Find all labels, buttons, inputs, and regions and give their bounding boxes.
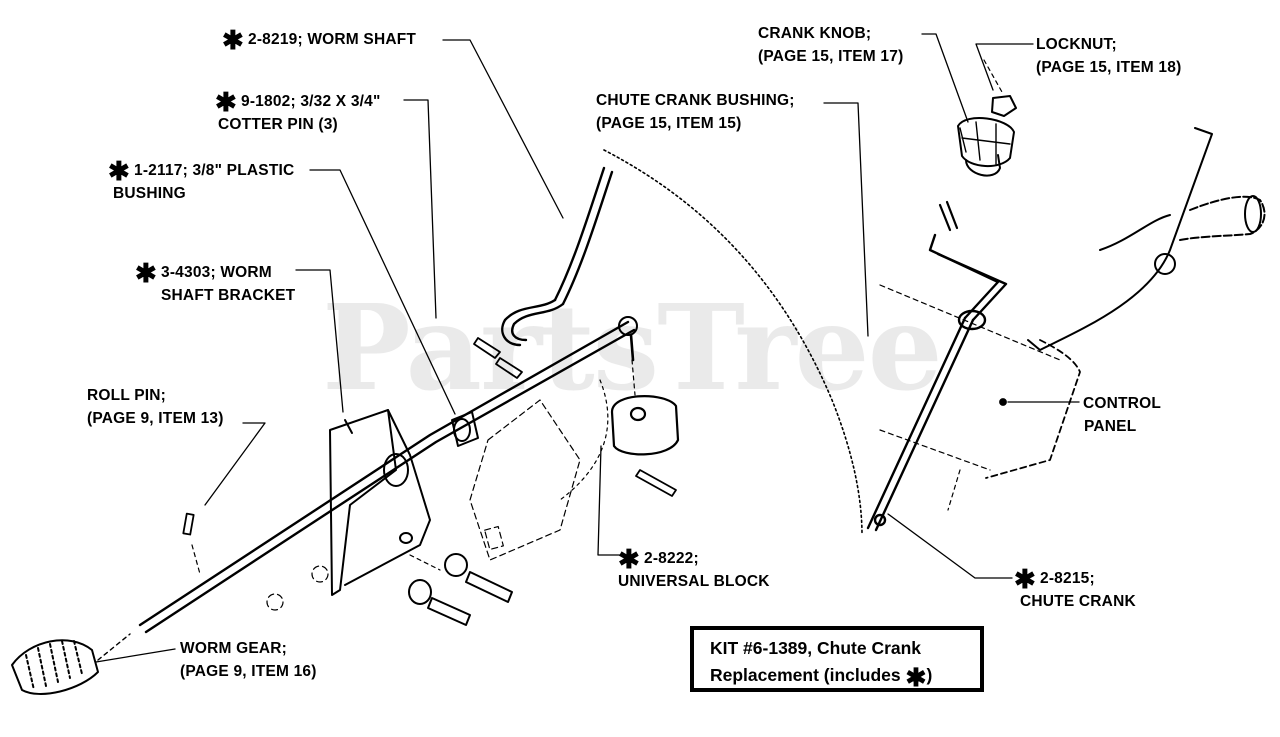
plastic-bushing (451, 411, 479, 447)
worm-shaft-bracket-label-line2: SHAFT BRACKET (161, 287, 296, 304)
worm-gear (11, 633, 131, 695)
callout-chute-crank: ✱2-8215; CHUTE CRANK (1014, 564, 1136, 613)
roll-pin-label-line1: ROLL PIN; (87, 387, 167, 404)
worm-shaft-label: 2-8219; WORM SHAFT (248, 31, 417, 48)
worm-gear-label-line1: WORM GEAR; (180, 640, 288, 657)
callout-cotter-pin: ✱9-1802; 3/32 X 3/4" COTTER PIN (3) (215, 87, 381, 136)
kit-asterisk-icon: ✱ (135, 258, 157, 288)
callout-roll-pin: ROLL PIN; (PAGE 9, ITEM 13) (87, 384, 224, 430)
callout-worm-shaft-bracket: ✱3-4303; WORM SHAFT BRACKET (135, 258, 296, 307)
chute-outline (559, 149, 863, 536)
control-panel-label-line1: CONTROL (1083, 395, 1162, 412)
chute-crank-bushing-label-line2: (PAGE 15, ITEM 15) (596, 115, 742, 132)
callout-locknut: LOCKNUT; (PAGE 15, ITEM 18) (1036, 33, 1181, 79)
crank-knob (938, 117, 1015, 232)
control-panel (879, 284, 1081, 511)
kit-note-box: KIT #6-1389, Chute Crank Replacement (in… (690, 626, 984, 692)
chute-crank-label-line1: 2-8215; (1040, 570, 1095, 587)
kit-asterisk-icon: ✱ (222, 25, 244, 55)
kit-asterisk-icon: ✱ (618, 544, 640, 574)
chute-crank-bushing-label-line1: CHUTE CRANK BUSHING; (596, 92, 795, 109)
cotter-pin-label-line1: 9-1802; 3/32 X 3/4" (241, 93, 381, 110)
kit-note-line1: KIT #6-1389, Chute Crank (710, 638, 922, 658)
callout-control-panel: CONTROL PANEL (1083, 392, 1161, 438)
control-panel-label-line2: PANEL (1084, 418, 1137, 435)
plastic-bushing-label-line2: BUSHING (113, 185, 186, 202)
kit-note-line2: Replacement (includes ✱) (710, 662, 980, 692)
kit-asterisk-icon: ✱ (905, 664, 927, 692)
callout-crank-knob: CRANK KNOB; (PAGE 15, ITEM 17) (758, 22, 903, 68)
callout-universal-block: ✱2-8222; UNIVERSAL BLOCK (618, 544, 770, 593)
kit-asterisk-icon: ✱ (108, 156, 130, 186)
locknut (983, 59, 1017, 117)
worm-gear-label-line2: (PAGE 9, ITEM 16) (180, 663, 317, 680)
universal-block-label-line2: UNIVERSAL BLOCK (618, 573, 770, 590)
housing-sketch (266, 399, 581, 611)
locknut-label-line2: (PAGE 15, ITEM 18) (1036, 59, 1182, 76)
crank-knob-label-line2: (PAGE 15, ITEM 17) (758, 48, 904, 65)
leader-lines (95, 33, 1080, 663)
kit-note-line2-suffix: ) (926, 665, 933, 685)
universal-block-label-line1: 2-8222; (644, 550, 699, 567)
locknut-label-line1: LOCKNUT; (1036, 36, 1117, 53)
worm-shaft-bracket-label-line1: 3-4303; WORM (161, 264, 272, 281)
handle (1027, 127, 1266, 351)
roll-pin-label-line2: (PAGE 9, ITEM 13) (87, 410, 224, 427)
callout-worm-shaft: ✱2-8219; WORM SHAFT (222, 27, 417, 53)
kit-asterisk-icon: ✱ (1014, 564, 1036, 594)
kit-asterisk-icon: ✱ (215, 87, 237, 117)
chute-crank-label-line2: CHUTE CRANK (1020, 593, 1136, 610)
roll-pin (182, 512, 201, 575)
plastic-bushing-label-line1: 1-2117; 3/8" PLASTIC (134, 162, 295, 179)
universal-block (610, 359, 680, 456)
callout-chute-crank-bushing: CHUTE CRANK BUSHING; (PAGE 15, ITEM 15) (596, 89, 795, 135)
kit-note-line2-prefix: Replacement (includes (710, 665, 906, 685)
bracket-hardware (408, 553, 513, 626)
callout-plastic-bushing: ✱1-2117; 3/8" PLASTIC BUSHING (108, 156, 295, 205)
worm-shaft-bracket (329, 409, 431, 596)
crank-knob-label-line1: CRANK KNOB; (758, 25, 872, 42)
cotter-pin-label-line2: COTTER PIN (3) (218, 116, 338, 133)
chute-crank (866, 233, 1008, 532)
callout-worm-gear: WORM GEAR; (PAGE 9, ITEM 16) (180, 637, 317, 683)
worm-shaft (138, 166, 638, 634)
cotter-pins (473, 337, 677, 497)
